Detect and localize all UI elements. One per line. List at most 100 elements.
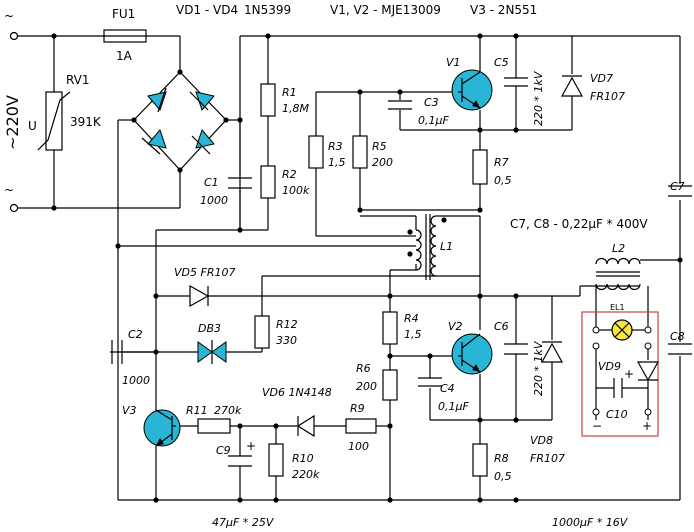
c3-label: C3 <box>424 96 439 109</box>
c3-value: 0,1μF <box>418 114 449 127</box>
mains-tilde-top: ~ <box>4 9 14 23</box>
c4-label: C4 <box>440 382 455 395</box>
db3-label: DB3 <box>198 322 221 335</box>
resistor-r8: R8 0,5 <box>472 443 512 483</box>
c7-c8-note: C7, C8 - 0,22μF * 400V <box>510 217 648 231</box>
r12-value: 330 <box>276 334 297 347</box>
c7-label: C7 <box>670 180 685 193</box>
v1v2-type: V1, V2 - MJE13009 <box>330 3 441 17</box>
transformer-l1: L1 <box>407 214 453 280</box>
c9-value: 47μF * 25V <box>212 516 275 529</box>
v3-type: V3 - 2N551 <box>470 3 537 17</box>
r3-value: 1,5 <box>328 156 346 169</box>
r2-label: R2 <box>282 168 297 181</box>
resistor-r12: R12 330 <box>254 315 298 349</box>
capacitor-c3: C3 0,1μF <box>388 96 449 127</box>
v3-label: V3 <box>122 404 137 417</box>
transistor-v1: V1 <box>446 56 493 111</box>
c5-label: C5 <box>494 56 509 69</box>
r6-value: 200 <box>356 380 377 393</box>
diode-vd8: VD8 FR107 <box>530 341 565 465</box>
fuse-fu1: FU1 1A <box>103 7 147 63</box>
r10-label: R10 <box>292 452 314 465</box>
v1-label: V1 <box>446 56 461 69</box>
c8-label: C8 <box>670 330 685 343</box>
diac-db3: DB3 <box>197 322 227 364</box>
vd6-label: VD6 1N4148 <box>262 386 332 399</box>
c4-value: 0,1μF <box>438 400 469 413</box>
c10-value: 1000μF * 16V <box>552 516 629 529</box>
rv1-value: 391K <box>70 115 102 129</box>
fu1-rating: 1A <box>116 49 133 63</box>
resistor-r10: R10 220k <box>268 443 320 481</box>
vd7-type: FR107 <box>590 90 625 103</box>
c2-value: 1000 <box>122 374 150 387</box>
c9-label: C9 <box>216 444 231 457</box>
r5-label: R5 <box>372 140 387 153</box>
v2-label: V2 <box>448 320 463 333</box>
capacitor-c7: C7 <box>668 180 692 197</box>
vd8-type: FR107 <box>530 452 565 465</box>
rv1-u-label: U <box>28 119 37 133</box>
r12-label: R12 <box>276 318 298 331</box>
r7-value: 0,5 <box>494 174 512 187</box>
c1-label: C1 <box>204 176 219 189</box>
capacitor-c5: C5 220 * 1kV <box>494 56 545 126</box>
r11-label: R11 <box>186 404 208 417</box>
l2-label: L2 <box>612 242 625 255</box>
lamp-block: EL1 VD9 + C10 − + <box>581 303 660 437</box>
el1-label: EL1 <box>610 303 625 312</box>
resistor-r11: R11 270k <box>186 404 242 434</box>
diode-vd6: VD6 1N4148 <box>262 386 332 438</box>
r1-value: 1,8M <box>282 102 309 115</box>
r8-label: R8 <box>494 452 509 465</box>
plus-sign: + <box>642 419 652 433</box>
rv1-label: RV1 <box>66 73 90 87</box>
l1-label: L1 <box>440 240 453 253</box>
capacitor-c9: + C9 47μF * 25V <box>212 439 275 529</box>
diode-vd5: VD5 FR107 <box>174 266 235 308</box>
diode-vd7: VD7 FR107 <box>560 72 625 103</box>
resistor-r7: R7 0,5 <box>472 149 512 187</box>
capacitor-c1: C1 1000 <box>200 176 252 207</box>
r1-label: R1 <box>282 86 297 99</box>
r3-label: R3 <box>328 140 343 153</box>
transistor-v3: V3 <box>122 404 181 447</box>
mains-tilde-bottom: ~ <box>4 183 14 197</box>
r4-value: 1,5 <box>404 328 422 341</box>
resistor-r9: R9 100 <box>345 402 377 453</box>
capacitor-c8: C8 <box>668 330 692 355</box>
c6-label: C6 <box>494 320 509 333</box>
r2-value: 100k <box>282 184 310 197</box>
resistor-r4: R4 1,5 <box>382 311 422 345</box>
transistor-v2: V2 <box>448 320 493 375</box>
capacitor-c4: C4 0,1μF <box>418 377 469 413</box>
r9-value: 100 <box>348 440 369 453</box>
r6-label: R6 <box>356 362 371 375</box>
mains-terminals: ~ ~ ~220V <box>3 9 22 213</box>
capacitor-c2: C2 1000 <box>111 328 150 387</box>
c5-value: 220 * 1kV <box>532 70 545 126</box>
r7-label: R7 <box>494 156 509 169</box>
vd7-label: VD7 <box>590 72 613 85</box>
vd9-label: VD9 <box>598 360 621 373</box>
junction-dots <box>51 33 683 503</box>
r4-label: R4 <box>404 312 419 325</box>
c2-label: C2 <box>128 328 143 341</box>
mains-voltage-label: ~220V <box>3 95 22 150</box>
r9-label: R9 <box>350 402 365 415</box>
varistor-rv1: U RV1 391K <box>28 73 102 151</box>
c1-value: 1000 <box>200 194 228 207</box>
fu1-label: FU1 <box>112 7 135 21</box>
inductor-l2: L2 <box>595 242 641 291</box>
c10-label: C10 <box>606 408 628 421</box>
minus-sign: − <box>592 419 602 433</box>
bridge-rectifier <box>131 69 229 173</box>
r8-value: 0,5 <box>494 470 512 483</box>
c10-plus: + <box>624 367 634 381</box>
bridge-label: VD1 - VD4 <box>176 3 238 17</box>
resistor-r6: R6 200 <box>356 362 398 401</box>
resistor-r2: R2 100k <box>260 165 310 199</box>
r5-value: 200 <box>372 156 393 169</box>
